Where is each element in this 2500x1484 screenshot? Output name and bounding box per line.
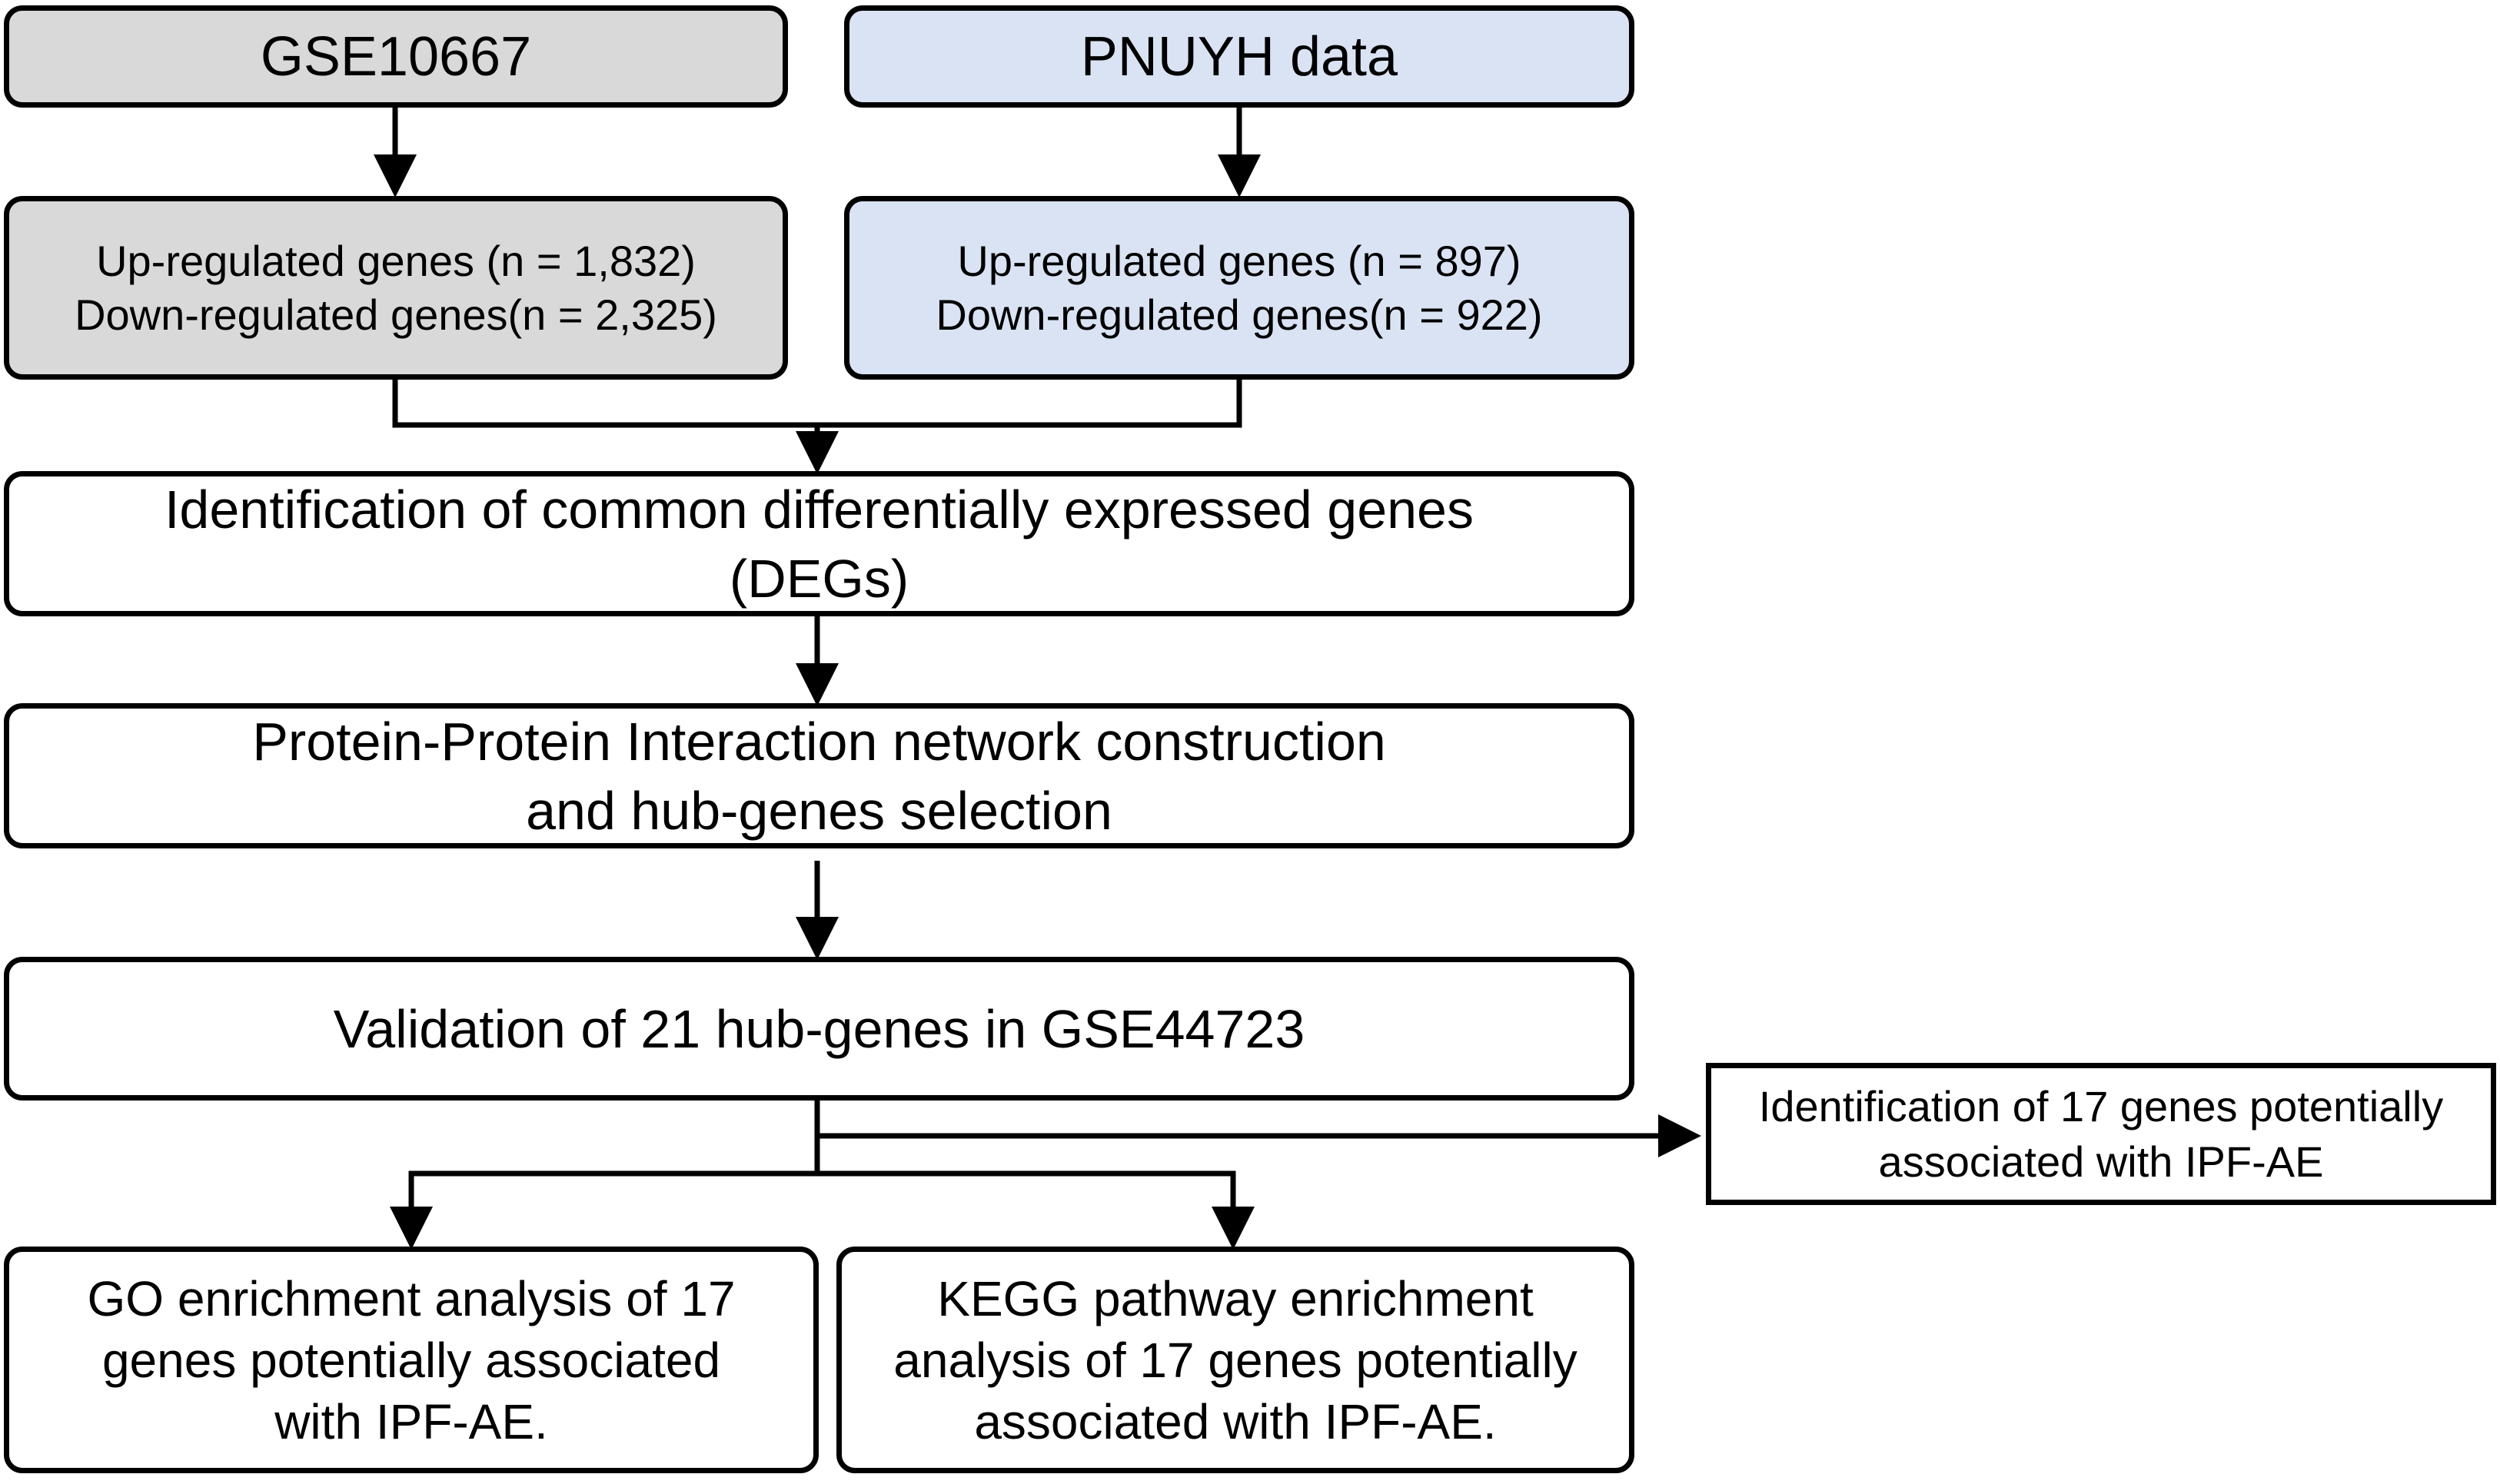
validation-box: Validation of 21 hub-genes in GSE44723 (4, 957, 1634, 1101)
kegg-enrichment-box: KEGG pathway enrichment analysis of 17 g… (836, 1247, 1634, 1473)
go-line-1: GO enrichment analysis of 17 (87, 1270, 736, 1326)
gse10667-counts-box: Up-regulated genes (n = 1,832) Down-regu… (4, 196, 788, 380)
side-line-1: Identification of 17 genes potentially (1758, 1081, 2444, 1130)
gse10667-title: GSE10667 (260, 25, 532, 88)
kegg-line-1: KEGG pathway enrichment (937, 1270, 1534, 1326)
ppi-line-1: Protein-Protein Interaction network cons… (252, 711, 1386, 772)
pnuyh-down-count: Down-regulated genes(n = 922) (936, 290, 1543, 339)
deg-line-1: Identification of common differentially … (164, 479, 1474, 539)
go-line-2: genes potentially associated (101, 1332, 721, 1388)
ppi-network-box: Protein-Protein Interaction network cons… (4, 703, 1634, 848)
side-identification-box: Identification of 17 genes potentially a… (1706, 1063, 2496, 1205)
kegg-line-3: associated with IPF-AE. (974, 1393, 1497, 1449)
gse10667-up-count: Up-regulated genes (n = 1,832) (96, 236, 696, 285)
pnuyh-box: PNUYH data (844, 5, 1634, 108)
ppi-line-2: and hub-genes selection (526, 780, 1112, 841)
gse10667-down-count: Down-regulated genes(n = 2,325) (75, 290, 717, 339)
deg-line-2: (DEGs) (729, 548, 909, 609)
go-line-3: with IPF-AE. (274, 1393, 548, 1449)
pnuyh-counts-box: Up-regulated genes (n = 897) Down-regula… (844, 196, 1634, 380)
side-line-2: associated with IPF-AE (1878, 1137, 2324, 1186)
pnuyh-title: PNUYH data (1080, 25, 1398, 88)
gse10667-box: GSE10667 (4, 5, 788, 108)
pnuyh-up-count: Up-regulated genes (n = 897) (957, 236, 1521, 285)
merge-bracket (392, 380, 1242, 428)
validation-text: Validation of 21 hub-genes in GSE44723 (333, 998, 1305, 1059)
deg-identification-box: Identification of common differentially … (4, 471, 1634, 616)
split-bracket (408, 1170, 1236, 1243)
go-enrichment-box: GO enrichment analysis of 17 genes poten… (4, 1247, 819, 1473)
kegg-line-2: analysis of 17 genes potentially (893, 1332, 1577, 1388)
